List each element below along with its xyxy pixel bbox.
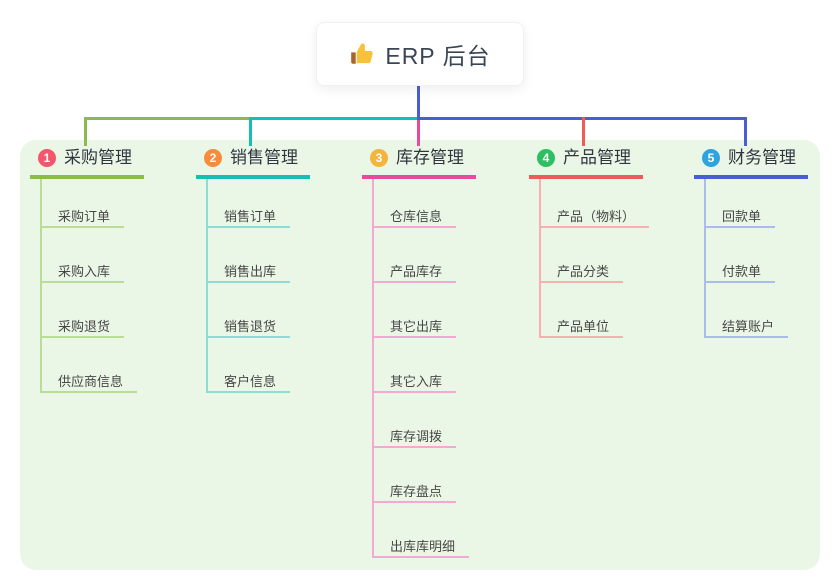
child-node[interactable]: 产品分类 [539,259,624,283]
child-node[interactable]: 产品库存 [372,259,457,283]
rail-segment-2 [249,117,420,120]
branch-node[interactable]: 2 销售管理 [196,146,310,179]
branch-connector-line [372,179,374,558]
child-node[interactable]: 出库库明细 [372,534,470,558]
branch-badge: 2 [204,149,222,167]
branch-connector-line [539,179,541,338]
branch-connector-line [704,179,706,338]
child-node[interactable]: 库存盘点 [372,479,457,503]
thumbs-up-icon [349,41,375,67]
branches-panel [20,140,820,570]
child-node[interactable]: 销售退货 [206,314,291,338]
root-node[interactable]: ERP 后台 [316,22,524,86]
branch-drop-line [249,117,252,146]
branch-badge: 3 [370,149,388,167]
child-node[interactable]: 回款单 [704,204,776,228]
child-node[interactable]: 供应商信息 [40,369,138,393]
branch-label: 产品管理 [563,148,631,167]
branch-node[interactable]: 4 产品管理 [529,146,643,179]
child-node[interactable]: 销售订单 [206,204,291,228]
child-node[interactable]: 库存调拨 [372,424,457,448]
branch-label: 库存管理 [396,148,464,167]
child-node[interactable]: 其它入库 [372,369,457,393]
branch-label: 销售管理 [230,148,298,167]
branch-drop-line [84,117,87,146]
branch-badge: 5 [702,149,720,167]
branch-drop-line [582,117,585,146]
branch-drop-line [744,117,747,146]
branch-badge: 1 [38,149,56,167]
branch-connector-line [40,179,42,393]
child-node[interactable]: 产品单位 [539,314,624,338]
child-node[interactable]: 产品（物料） [539,204,650,228]
branch-connector-line [206,179,208,393]
branch-node[interactable]: 1 采购管理 [30,146,144,179]
branch-badge: 4 [537,149,555,167]
child-node[interactable]: 结算账户 [704,314,789,338]
branch-node[interactable]: 5 财务管理 [694,146,808,179]
child-node[interactable]: 采购入库 [40,259,125,283]
child-node[interactable]: 其它出库 [372,314,457,338]
child-node[interactable]: 仓库信息 [372,204,457,228]
branch-node[interactable]: 3 库存管理 [362,146,476,179]
child-node[interactable]: 采购退货 [40,314,125,338]
child-node[interactable]: 客户信息 [206,369,291,393]
branch-drop-line [417,120,420,146]
branch-label: 财务管理 [728,148,796,167]
branch-label: 采购管理 [64,148,132,167]
child-node[interactable]: 销售出库 [206,259,291,283]
root-title: ERP 后台 [385,43,491,69]
trunk-line [417,84,420,117]
child-node[interactable]: 采购订单 [40,204,125,228]
child-node[interactable]: 付款单 [704,259,776,283]
